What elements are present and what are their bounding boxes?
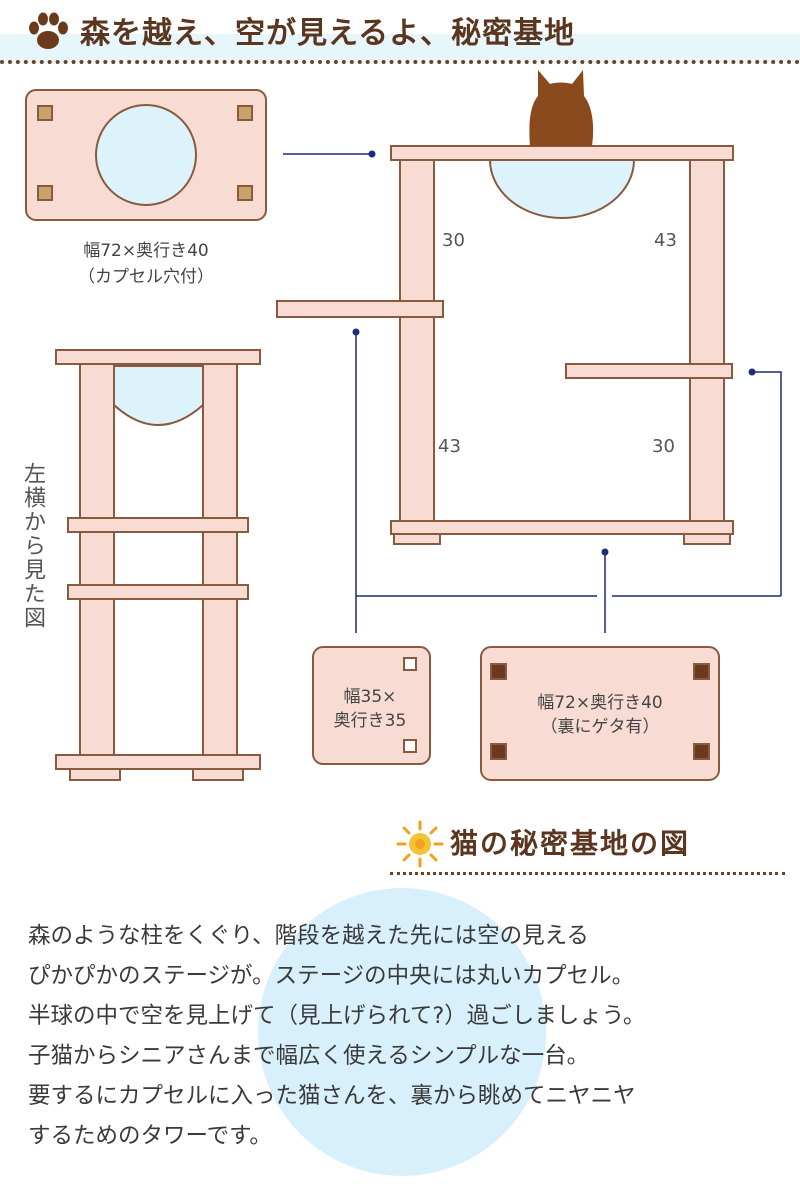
height-upper-right: 43 (654, 230, 677, 251)
section-title: 猫の秘密基地の図 (450, 827, 691, 860)
description-line: 半球の中で空を見上げて（見上げられて?）過ごしましょう。 (28, 1003, 646, 1029)
top-board-dimension: 幅72×奥行き40 (83, 241, 209, 261)
description-text: 森のような柱をくぐり、階段を越えた先には空の見える ぴかぴかのステージが。ステー… (28, 916, 788, 1156)
front-right-post (689, 157, 725, 525)
step-board-peg (403, 657, 417, 671)
height-upper-left: 30 (442, 230, 465, 251)
front-capsule (488, 159, 636, 219)
top-board-corner-peg (237, 105, 253, 121)
step-board-depth: 奥行き35 (333, 711, 407, 731)
page-title: 森を越え、空が見えるよ、秘密基地 (80, 16, 576, 51)
height-lower-right: 30 (652, 436, 675, 457)
top-board-note: （カプセル穴付） (78, 267, 214, 287)
connector-right-step (752, 371, 782, 596)
description-line: するためのタワーです。 (28, 1123, 272, 1149)
front-base-board (390, 520, 734, 535)
step-board-dimension: 幅35× (343, 687, 397, 707)
front-step-left (276, 300, 444, 318)
height-lower-left: 43 (438, 436, 461, 457)
paw-icon (29, 12, 68, 49)
top-board-capsule-hole (95, 104, 197, 206)
sun-icon (396, 820, 444, 868)
header-dotted-divider (0, 60, 800, 64)
description-line: 森のような柱をくぐり、階段を越えた先には空の見える (28, 923, 589, 949)
connector-dot (368, 150, 376, 158)
decorative-circle (258, 888, 546, 1176)
base-board-foot-mark (490, 743, 507, 760)
connector-dot (601, 548, 609, 556)
step-board-plan (312, 646, 431, 765)
top-board-corner-peg (237, 185, 253, 201)
front-left-post (399, 157, 435, 525)
top-board-corner-peg (37, 105, 53, 121)
base-board-foot-mark (693, 663, 710, 680)
description-line: 子猫からシニアさんまで幅広く使えるシンプルな一台。 (28, 1043, 590, 1069)
side-capsule (113, 365, 204, 426)
front-top-board (390, 145, 734, 161)
description-line: ぴかぴかのステージが。ステージの中央には丸いカプセル。 (28, 963, 635, 989)
section-title-rule (390, 872, 785, 875)
connector-dot (352, 328, 360, 336)
base-board-note: （裏にゲタ有） (540, 717, 660, 737)
header-band (0, 0, 800, 62)
base-board-plan (480, 646, 720, 781)
side-top-board (55, 349, 261, 365)
connector-dot (748, 368, 756, 376)
front-step-right (565, 363, 733, 379)
side-base-board (55, 754, 261, 770)
base-board-dimension: 幅72×奥行き40 (537, 693, 663, 713)
cat-tower-diagram (25, 70, 782, 781)
side-back-post (202, 363, 238, 757)
side-front-post (79, 363, 115, 757)
cat-silhouette-icon (529, 70, 594, 146)
base-board-foot-mark (693, 743, 710, 760)
side-step-lower (67, 584, 249, 600)
base-board-foot-mark (490, 663, 507, 680)
side-view-label: 左横から見た図 (20, 462, 45, 630)
top-board-corner-peg (37, 185, 53, 201)
side-step-upper (67, 517, 249, 533)
description-line: 要するにカプセルに入った猫さんを、裏から眺めてニヤニヤ (28, 1083, 636, 1109)
step-board-peg (403, 739, 417, 753)
